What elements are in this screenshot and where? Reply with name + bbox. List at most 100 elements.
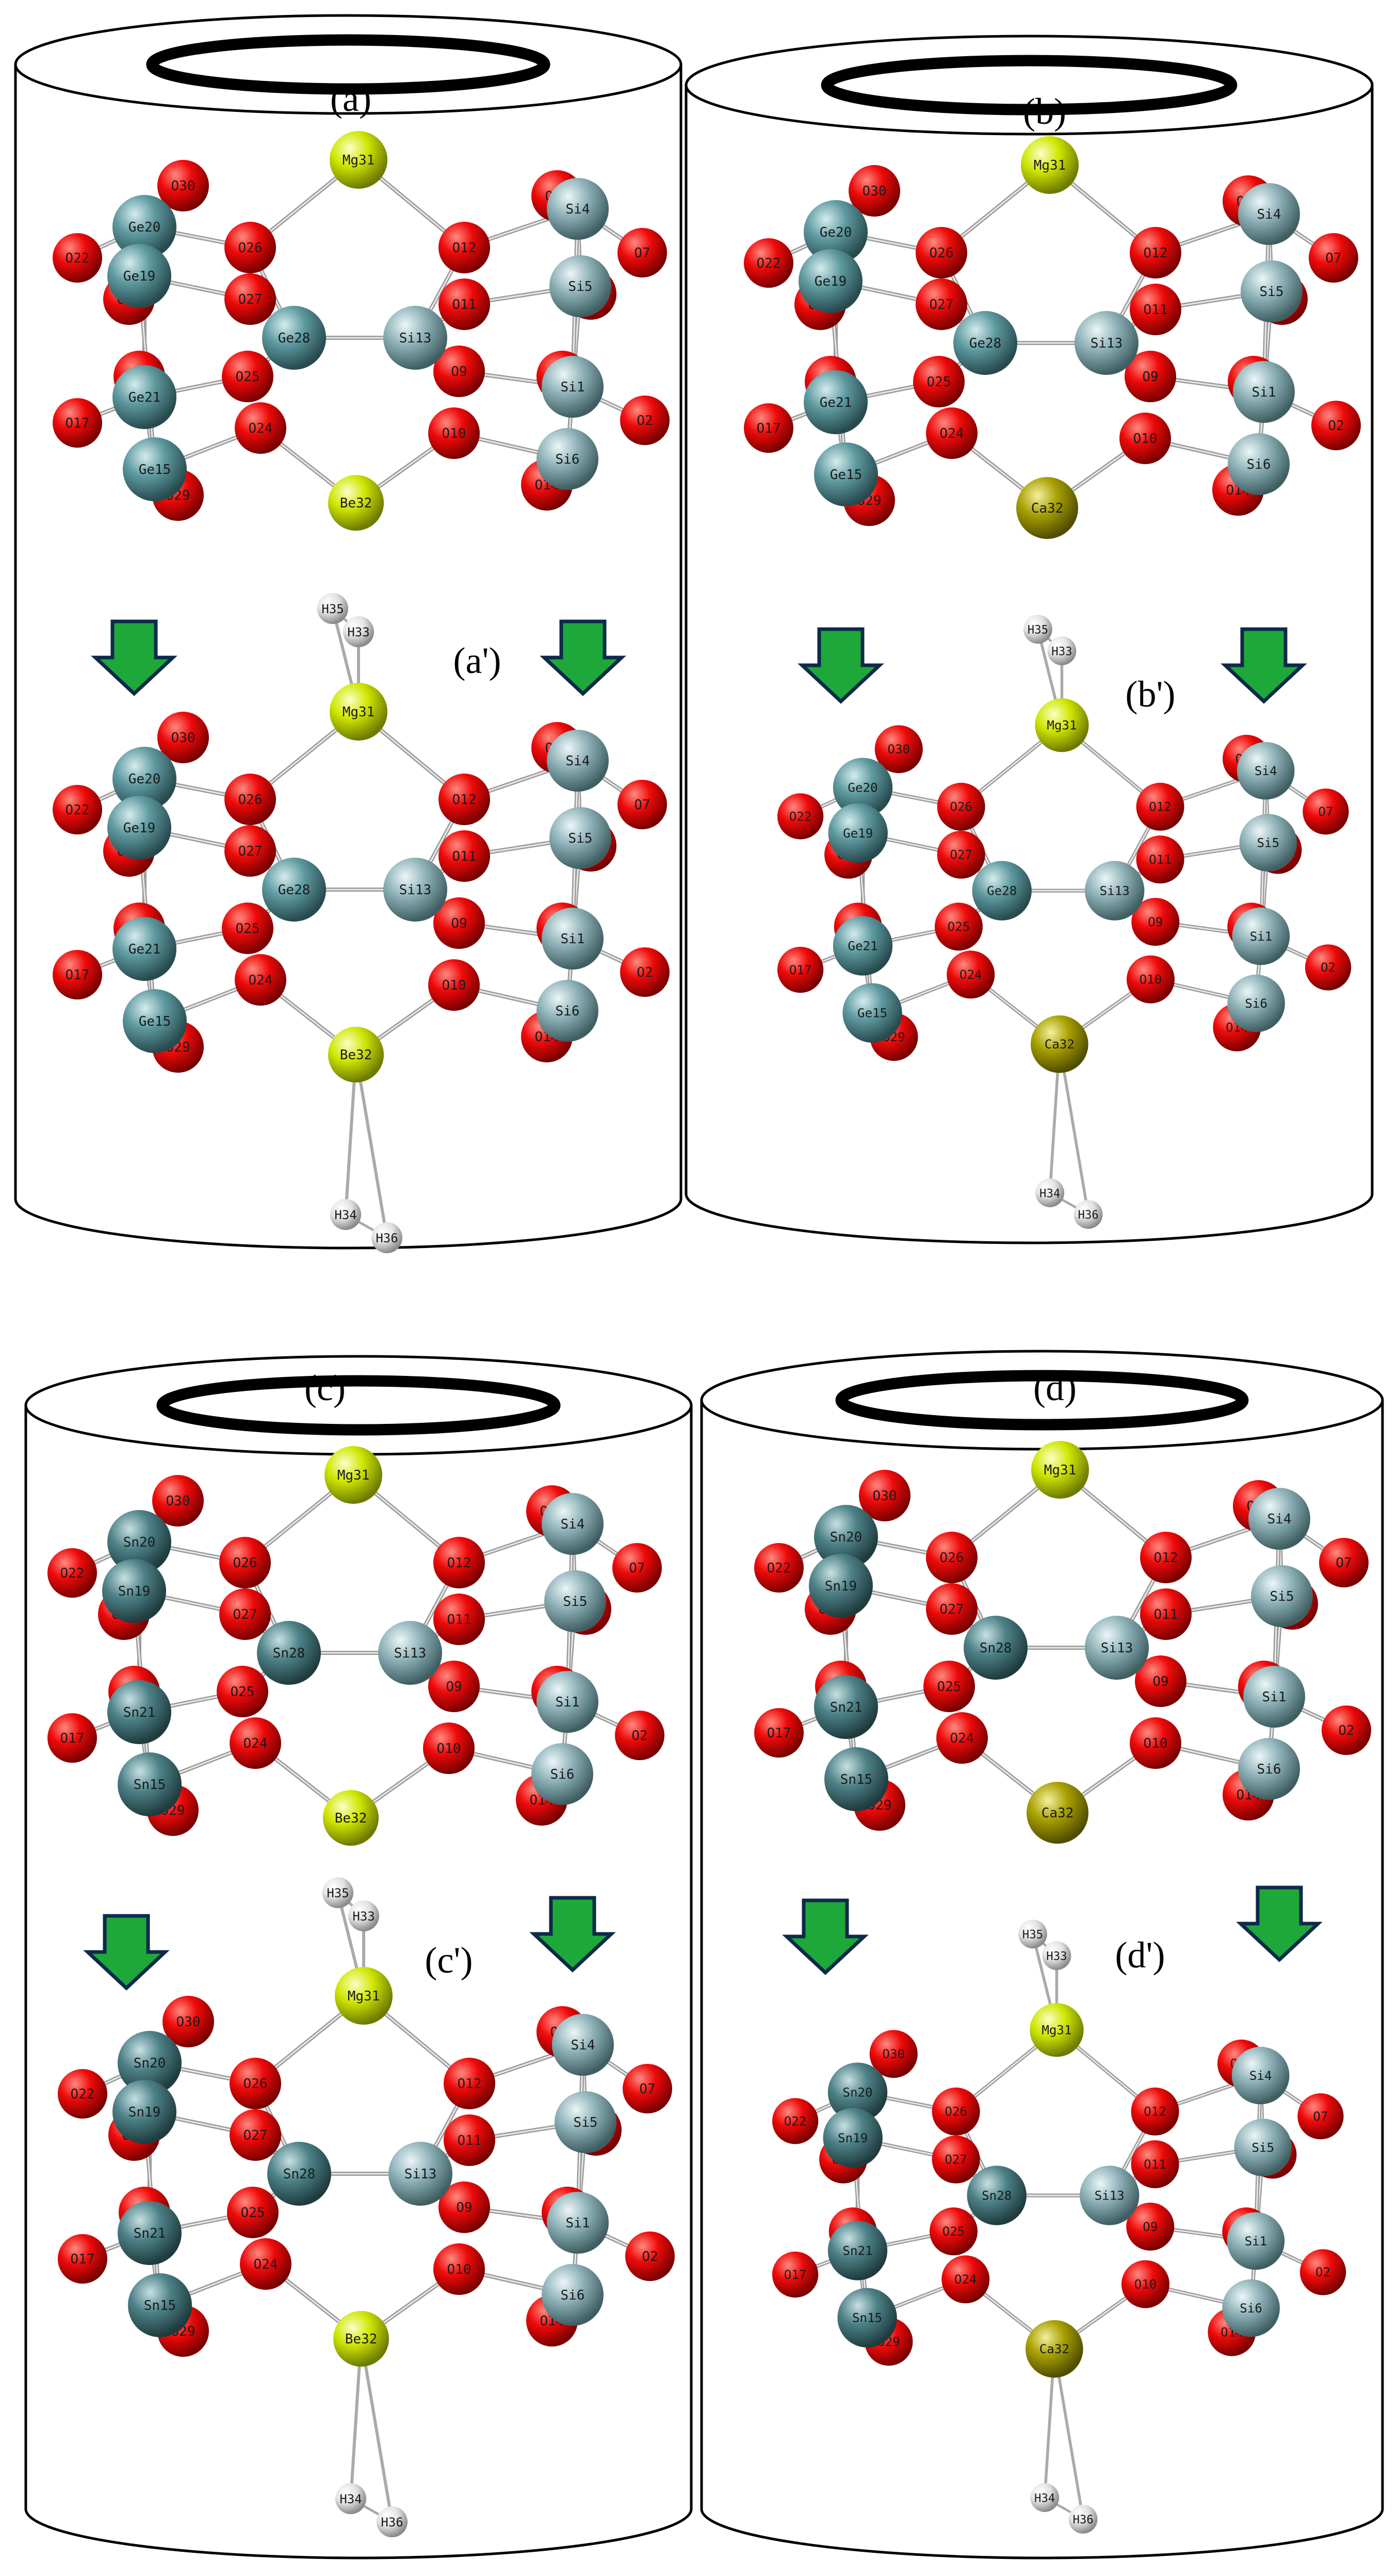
atom-label: O11 xyxy=(458,2133,482,2148)
atom-sphere xyxy=(1233,361,1295,423)
atom-label: O30 xyxy=(171,178,196,194)
atom-sphere xyxy=(222,903,273,954)
atom-o27: O27 xyxy=(230,2109,281,2161)
atom-label: O11 xyxy=(1149,852,1172,867)
atom-sphere xyxy=(317,593,348,624)
atom-label: H36 xyxy=(376,1231,398,1245)
atom-ge28: Ge28 xyxy=(262,306,326,370)
atom-o2: O2 xyxy=(620,947,670,997)
atom-sphere xyxy=(1319,1538,1369,1587)
atom-sphere xyxy=(107,1510,171,1574)
atom-label: Si6 xyxy=(556,452,580,467)
atom-sphere xyxy=(754,1543,804,1593)
atom-sphere xyxy=(1126,2203,1175,2251)
atom-sphere xyxy=(230,2109,281,2161)
atom-sphere xyxy=(531,1743,593,1805)
atom-sphere xyxy=(1131,898,1180,946)
atom-label: O2 xyxy=(637,413,653,429)
atom-sphere xyxy=(217,1666,268,1717)
atom-label: O12 xyxy=(452,792,477,808)
atom-o30: O30 xyxy=(157,712,209,763)
atom-sn28: Sn28 xyxy=(967,2165,1027,2225)
atom-label: Si5 xyxy=(574,2115,598,2130)
atom-label: Si6 xyxy=(550,1767,575,1782)
atom-o12: O12 xyxy=(1130,227,1181,278)
atom-o24: O24 xyxy=(926,407,978,459)
atom-si13: Si13 xyxy=(1080,2165,1140,2225)
atom-o27: O27 xyxy=(937,830,985,879)
atom-label: O12 xyxy=(447,1555,471,1571)
atom-si5: Si5 xyxy=(1241,260,1303,322)
atom-sphere xyxy=(941,2255,990,2304)
atom-label: O2 xyxy=(1315,2265,1330,2279)
atom-sphere xyxy=(1222,2279,1280,2337)
atom-o27: O27 xyxy=(932,2135,980,2184)
atom-label: O7 xyxy=(1336,1555,1352,1571)
molecule-b-prime: O30O22O23O18O17O29O26O27O25O24O16O7O3O8O… xyxy=(777,615,1352,1229)
atom-ge15: Ge15 xyxy=(123,437,187,501)
atom-o7: O7 xyxy=(623,2064,672,2113)
atom-sphere xyxy=(1042,1941,1071,1970)
atom-label: O12 xyxy=(452,240,477,256)
atom-label: O2 xyxy=(1338,1723,1354,1738)
atom-sphere xyxy=(549,255,611,317)
atom-label: O25 xyxy=(937,1679,962,1695)
atom-label: Si1 xyxy=(561,380,585,395)
atom-label: O25 xyxy=(231,1684,255,1700)
atom-label: Si5 xyxy=(568,831,593,846)
atom-label: Si1 xyxy=(1262,1689,1287,1705)
atom-sphere xyxy=(1023,615,1052,644)
atom-sphere xyxy=(937,830,985,879)
atom-si5: Si5 xyxy=(549,255,611,317)
atom-o30: O30 xyxy=(849,165,900,217)
atom-h35: H35 xyxy=(317,593,348,624)
atom-label: O30 xyxy=(166,1494,190,1509)
atom-label: O17 xyxy=(789,963,812,977)
atom-label: Be32 xyxy=(340,1047,372,1063)
panel-label: (c) xyxy=(304,1367,346,1408)
atom-label: Si5 xyxy=(1270,1589,1294,1604)
atom-sphere xyxy=(1130,1717,1181,1769)
atom-sn15: Sn15 xyxy=(837,2288,897,2348)
atom-sphere xyxy=(1035,698,1089,752)
atom-o11: O11 xyxy=(1140,1588,1192,1640)
atom-ge20: Ge20 xyxy=(112,747,176,811)
atom-h36: H36 xyxy=(371,1222,402,1253)
atom-sphere xyxy=(107,244,171,308)
panel-label: (a') xyxy=(453,640,501,681)
atom-label: O24 xyxy=(254,2257,278,2272)
atom-label: O26 xyxy=(930,245,954,261)
atom-sphere xyxy=(235,954,286,1006)
atom-label: O10 xyxy=(442,426,466,441)
atom-sn15: Sn15 xyxy=(824,1747,888,1811)
atom-sphere xyxy=(343,616,374,647)
atom-sn15: Sn15 xyxy=(128,2273,192,2337)
atom-o22: O22 xyxy=(53,233,102,283)
down-arrow-icon xyxy=(782,1898,869,1975)
molecule-a: O30O22O23O18O17O29O26O27O25O24O16O7O3O8O… xyxy=(53,131,670,531)
atom-sphere xyxy=(1026,2320,1083,2378)
atom-ge19: Ge19 xyxy=(828,803,888,863)
atom-label: O26 xyxy=(238,792,263,808)
atom-label: O26 xyxy=(238,240,263,256)
atom-sphere xyxy=(842,983,902,1043)
atom-ge20: Ge20 xyxy=(833,758,893,817)
atom-label: Ge28 xyxy=(278,331,311,346)
atom-sphere xyxy=(617,780,667,829)
atom-o9: O9 xyxy=(433,346,485,397)
atom-label: Mg31 xyxy=(1034,158,1066,173)
atom-sphere xyxy=(377,2506,408,2537)
atom-ge21: Ge21 xyxy=(112,917,176,981)
atom-sphere xyxy=(1080,2165,1140,2225)
atom-label: Sn28 xyxy=(980,1640,1012,1656)
atom-sphere xyxy=(433,897,485,949)
atom-sphere xyxy=(1073,1200,1103,1229)
atom-si1: Si1 xyxy=(1232,907,1290,965)
atom-label: O12 xyxy=(1154,1550,1178,1566)
atom-o11: O11 xyxy=(438,830,490,882)
atom-o11: O11 xyxy=(1131,2140,1179,2189)
atom-sphere xyxy=(833,758,893,817)
atom-sphere xyxy=(814,1675,878,1739)
atom-si6: Si6 xyxy=(1238,1738,1300,1800)
atom-ge19: Ge19 xyxy=(799,249,863,313)
